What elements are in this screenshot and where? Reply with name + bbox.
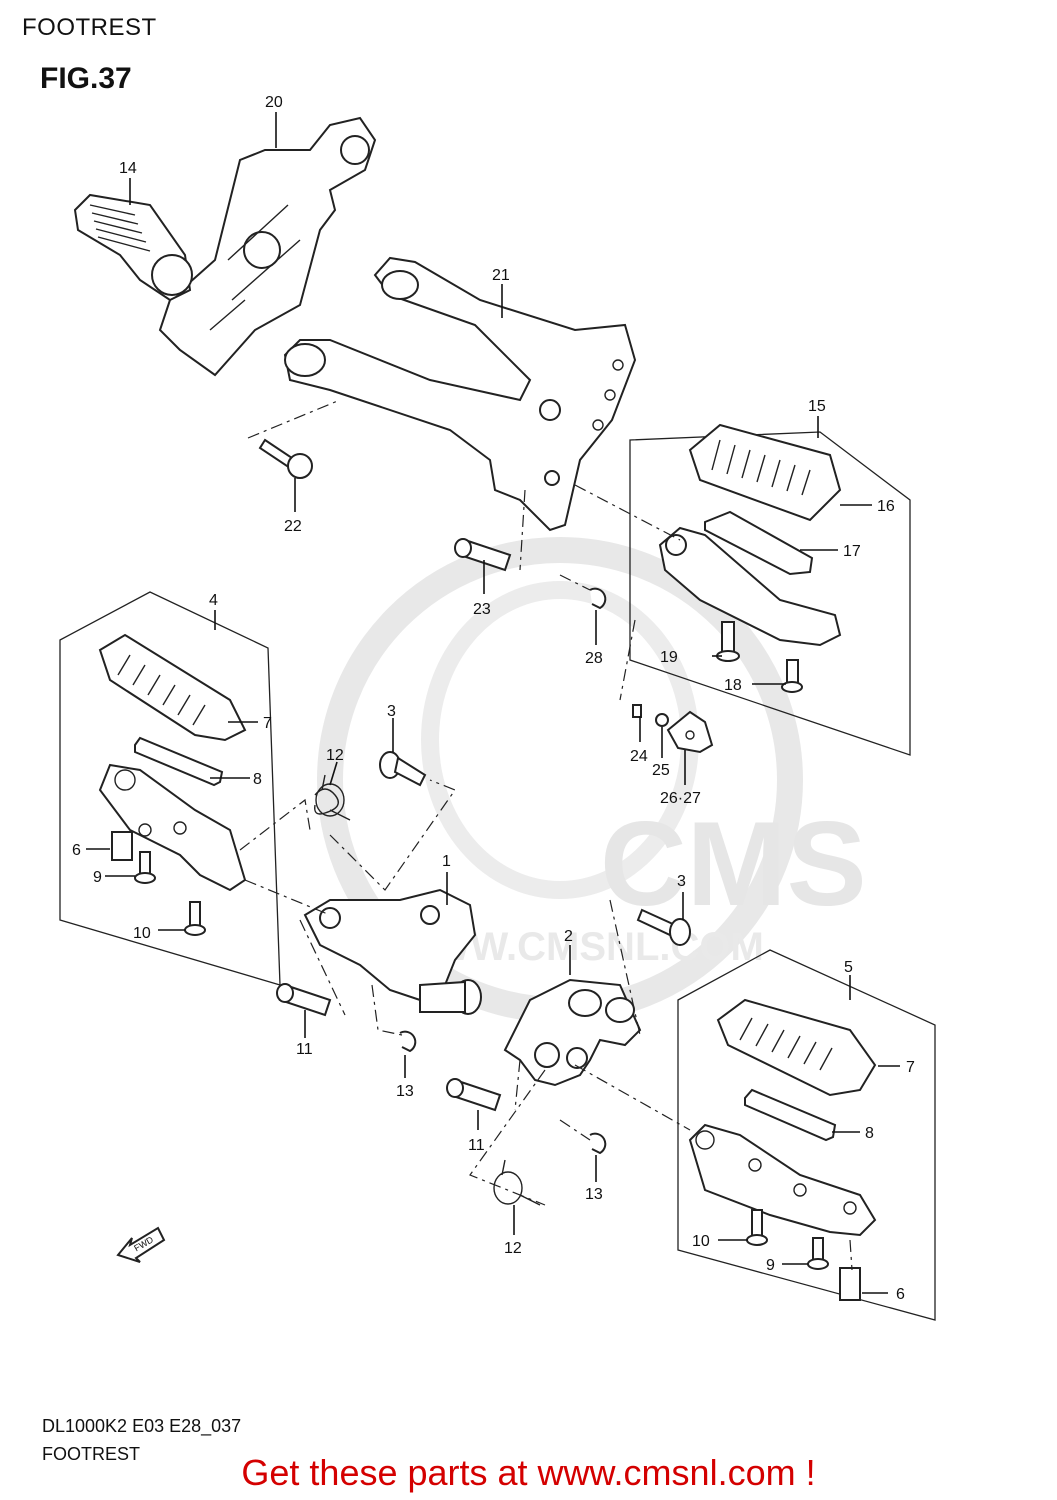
part-16-rubber — [688, 423, 842, 522]
callout-9-right: 9 — [766, 1257, 775, 1274]
part-6-nut-right — [839, 1267, 861, 1301]
watermark-logo: CMS — [600, 797, 867, 931]
part-25-ball — [655, 713, 669, 727]
assembly-dash-lines — [239, 399, 853, 1271]
figure-label: FIG.37 — [40, 62, 132, 95]
callout-24: 24 — [630, 748, 648, 765]
part-11-pin-right — [446, 1078, 502, 1112]
callout-23: 23 — [473, 601, 491, 618]
part-9-bolt-right — [807, 1237, 829, 1270]
callout-26-27: 26·27 — [660, 790, 701, 807]
callout-12-lower: 12 — [504, 1240, 522, 1257]
part-9-bolt-left — [134, 851, 156, 884]
part-3-bolt-lower — [636, 908, 691, 946]
callout-numbers: 20 14 21 15 16 17 19 18 22 23 28 24 25 2… — [72, 94, 915, 1303]
watermark: CMS WWW.CMSNL.COM — [317, 537, 867, 1023]
part-13-clip-left — [399, 1030, 417, 1053]
part-15-footpeg — [658, 526, 842, 647]
part-10-bolt-left — [184, 901, 206, 936]
part-24-screw — [632, 704, 642, 718]
callout-22: 22 — [284, 518, 302, 535]
part-1-bracket — [303, 888, 482, 1015]
callout-13-right: 13 — [585, 1186, 603, 1203]
callout-14: 14 — [119, 160, 137, 177]
part-8-plate-right — [744, 1088, 837, 1142]
part-12-spring-right — [493, 1159, 541, 1206]
callout-11-right: 11 — [468, 1137, 485, 1154]
assembly-box-15 — [629, 431, 911, 756]
callout-6-right: 6 — [896, 1286, 905, 1303]
part-17-plate — [704, 510, 814, 576]
callout-2: 2 — [564, 928, 573, 945]
callout-15: 15 — [808, 398, 826, 415]
callout-21: 21 — [492, 267, 510, 284]
callout-19: 19 — [660, 649, 678, 666]
callout-17: 17 — [843, 543, 861, 560]
callout-20: 20 — [265, 94, 283, 111]
callout-7-right: 7 — [906, 1059, 915, 1076]
callout-6-left: 6 — [72, 842, 81, 859]
part-6-nut-left — [111, 831, 133, 861]
assembly-box-5 — [677, 949, 936, 1321]
callout-18: 18 — [724, 677, 742, 694]
callout-25: 25 — [652, 762, 670, 779]
leader-lines — [86, 112, 900, 1294]
callout-11-left: 11 — [296, 1041, 313, 1058]
part-14-footpeg — [73, 193, 193, 302]
part-13-clip-right — [589, 1132, 607, 1155]
page-title: FOOTREST — [22, 14, 157, 41]
part-22-bolt — [258, 438, 313, 479]
model-code: DL1000K2 E03 E28_037 — [42, 1416, 242, 1436]
assembly-box-4 — [59, 591, 281, 986]
part-3-bolt-upper — [379, 751, 427, 787]
callout-10-right: 10 — [692, 1233, 710, 1250]
part-26-27-clip — [666, 710, 714, 754]
footer-title: FOOTREST — [42, 1444, 140, 1464]
callout-28: 28 — [585, 650, 603, 667]
part-18-bolt — [781, 659, 803, 693]
callout-3-lower: 3 — [677, 873, 686, 890]
callout-8-left: 8 — [253, 771, 262, 788]
part-10-bolt-right — [746, 1209, 768, 1246]
part-11-pin-left — [276, 983, 332, 1017]
callout-7-left: 7 — [263, 715, 272, 732]
shop-link[interactable]: Get these parts at www.cmsnl.com ! — [241, 1452, 816, 1493]
fwd-arrow-icon: FWD — [116, 1226, 166, 1263]
part-21-bracket — [283, 256, 637, 532]
part-5-footpeg-right — [688, 1123, 877, 1237]
part-4-footpeg-left — [98, 763, 247, 892]
part-7-rubber-left — [98, 633, 247, 742]
part-23-pin — [454, 538, 512, 572]
part-7-rubber-right — [716, 998, 877, 1097]
callout-8-right: 8 — [865, 1125, 874, 1142]
callout-3-upper: 3 — [387, 703, 396, 720]
callout-16: 16 — [877, 498, 895, 515]
callout-10-left: 10 — [133, 925, 151, 942]
part-20-bracket — [158, 116, 377, 377]
part-28-clip — [589, 587, 607, 610]
callout-9-left: 9 — [93, 869, 102, 886]
callout-5: 5 — [844, 959, 853, 976]
callout-1: 1 — [442, 853, 451, 870]
part-2-bracket — [503, 978, 642, 1087]
part-8-plate-left — [134, 736, 224, 787]
callout-13-left: 13 — [396, 1083, 414, 1100]
callout-12-upper: 12 — [326, 747, 344, 764]
callout-4: 4 — [209, 592, 218, 609]
